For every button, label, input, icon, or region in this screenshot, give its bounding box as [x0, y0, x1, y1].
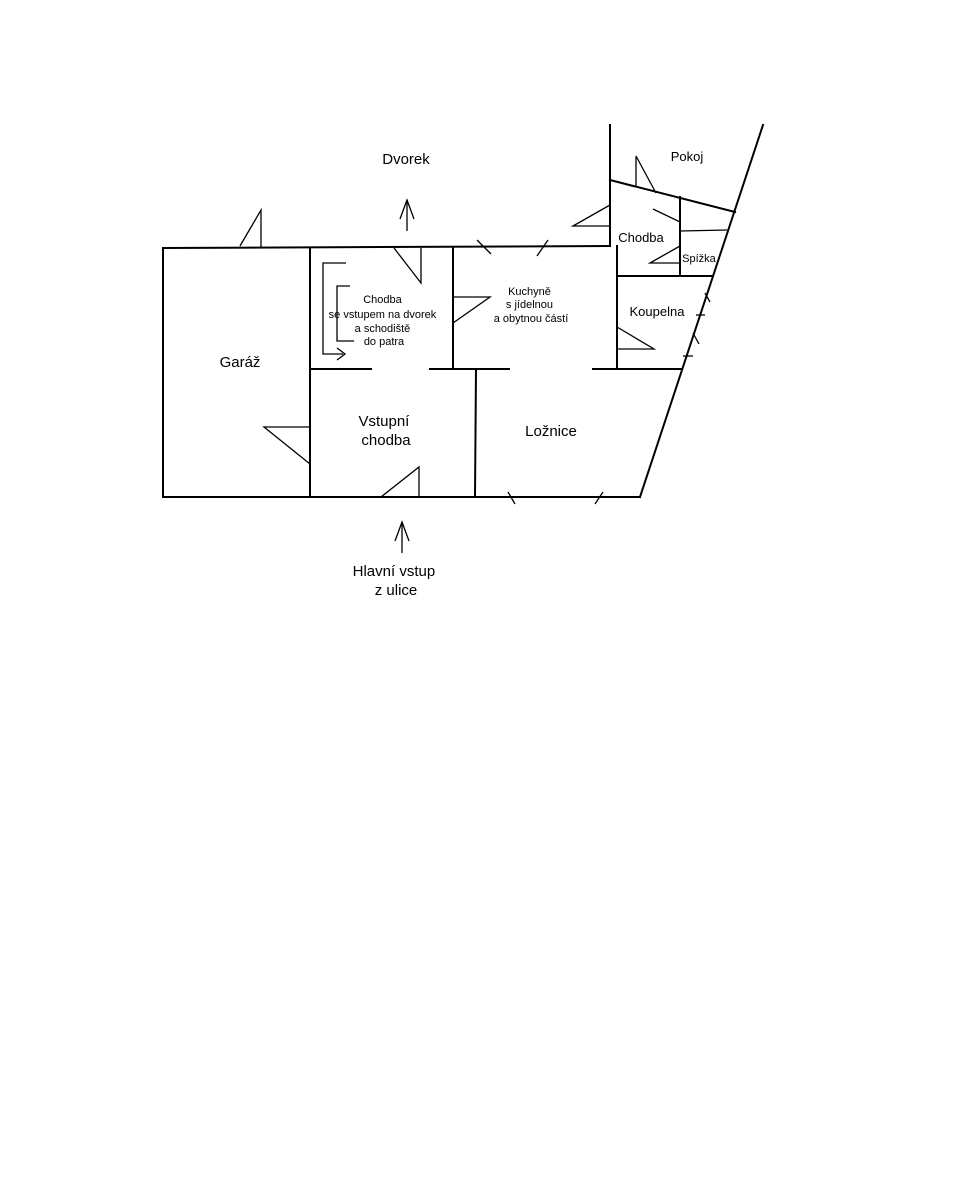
- garage-entrance-door: [262, 426, 311, 465]
- main-entrance-door: [380, 465, 420, 498]
- spizka-door: [647, 245, 681, 264]
- chodba-yard-door: [570, 204, 611, 227]
- outer-walls: [161, 123, 765, 499]
- label-pokoj: Pokoj: [671, 149, 704, 164]
- yard-arrow-icon: [399, 198, 415, 231]
- entrance-arrow-icon: [394, 520, 410, 553]
- label-dvorek: Dvorek: [382, 151, 430, 168]
- label-spizka: Spížka: [682, 253, 717, 265]
- label-vstupni-chodba: Vstupní chodba: [358, 413, 413, 449]
- label-koupelna: Koupelna: [630, 304, 686, 319]
- pokoj-door: [635, 155, 657, 194]
- windows: [476, 239, 711, 505]
- kitchen-door: [452, 296, 493, 324]
- garage-yard-door: [239, 207, 262, 247]
- stair-arrow-icon: [336, 347, 347, 361]
- label-loznice: Ložnice: [525, 423, 577, 440]
- doors: [239, 155, 681, 498]
- label-chodba-small: Chodba: [618, 230, 664, 245]
- staircase: [322, 262, 354, 361]
- label-hlavni-vstup: Hlavní vstup z ulice: [353, 563, 440, 599]
- label-kuchyne: Kuchyně s jídelnou a obytnou částí: [494, 286, 569, 325]
- spizka-door-top: [652, 208, 681, 224]
- koupelna-door: [616, 326, 657, 350]
- label-chodba-dvorek: Chodba se vstupem na dvorek a schodiště …: [329, 294, 440, 348]
- label-garaz: Garáž: [220, 354, 261, 371]
- corridor-yard-door: [393, 247, 422, 285]
